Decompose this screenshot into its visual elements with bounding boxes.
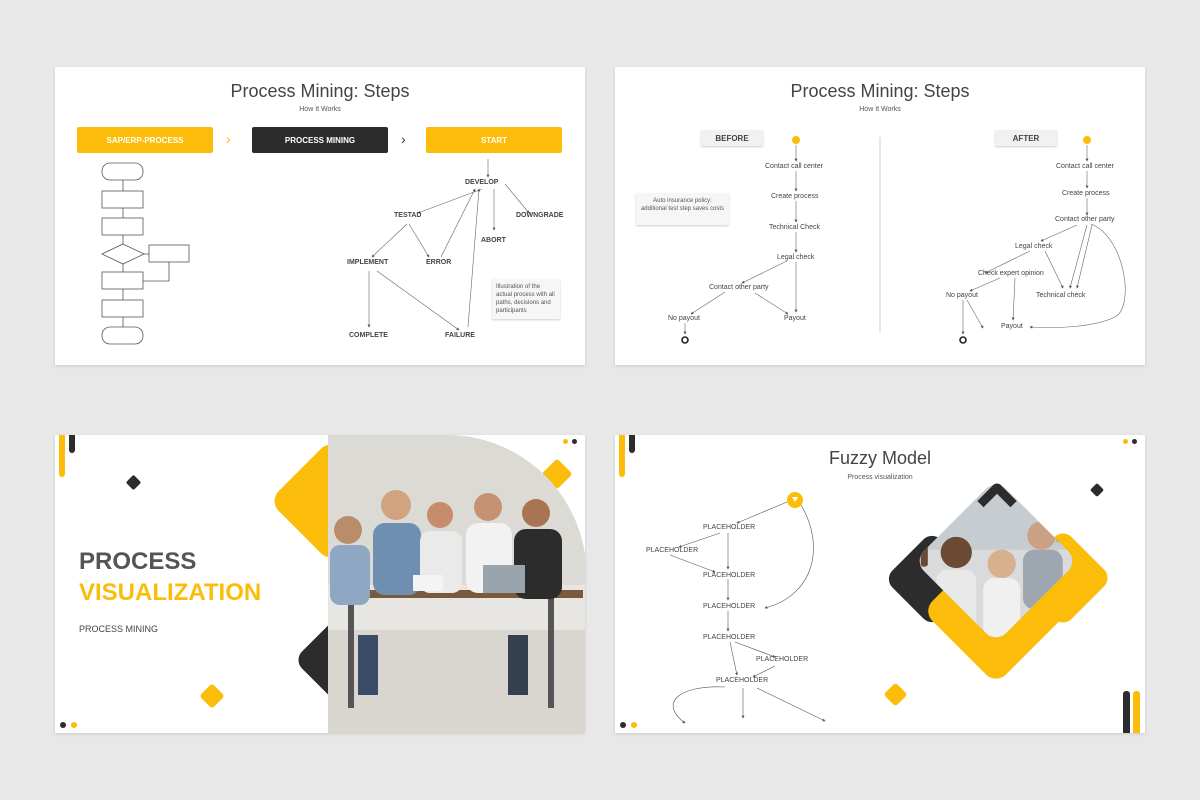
- node-abort: ABORT: [481, 237, 506, 244]
- node-develop: DEVELOP: [465, 179, 499, 186]
- flow-box: [101, 217, 144, 236]
- before-node: Contact call center: [765, 163, 823, 170]
- slide-process-visualization[interactable]: PROCESS VISUALIZATION PROCESS MINING: [55, 435, 585, 733]
- after-node: Create process: [1062, 190, 1110, 197]
- heading-line1: PROCESS: [79, 548, 197, 575]
- decor-bar: [629, 435, 635, 453]
- slide-subtitle: Process visualization: [847, 474, 913, 481]
- decor-bar: [1133, 691, 1140, 733]
- decor-dot: [572, 439, 577, 444]
- placeholder-node: PLACEHOLDER: [703, 524, 756, 531]
- decor-diamond: [199, 683, 225, 709]
- before-node: Create process: [771, 193, 819, 200]
- flow-box: [148, 244, 190, 263]
- tagline: PROCESS MINING: [79, 624, 159, 634]
- node-implement: IMPLEMENT: [347, 259, 389, 266]
- chevron-right-icon: ›: [226, 131, 231, 147]
- placeholder-node: PLACEHOLDER: [646, 547, 699, 554]
- flowchart-diagram: [101, 159, 530, 345]
- before-node: Payout: [784, 315, 806, 322]
- after-node: Contact other party: [1055, 216, 1115, 223]
- slide-process-mining-steps-1[interactable]: Process Mining: Steps How It Works SAP/E…: [55, 67, 585, 365]
- slide-title: Process Mining: Steps: [790, 81, 970, 101]
- step-process-mining: PROCESS MINING: [252, 127, 388, 153]
- node-complete: COMPLETE: [349, 332, 388, 339]
- before-label: BEFORE: [701, 130, 763, 146]
- decor-bar: [59, 435, 65, 477]
- before-node: Technical Check: [769, 224, 820, 231]
- flow-terminal: [101, 162, 144, 181]
- heading-line2: VISUALIZATION: [79, 579, 262, 606]
- illustration-note: Illustration of the actual process with …: [492, 279, 560, 319]
- decor-dot: [60, 722, 66, 728]
- start-arrow: [792, 497, 798, 502]
- placeholder-node: PLACEHOLDER: [756, 656, 809, 663]
- decor-bar: [1123, 691, 1130, 733]
- placeholder-node: PLACEHOLDER: [716, 677, 769, 684]
- decor-dot: [71, 722, 77, 728]
- insurance-note: Auto insurance policy: additional test s…: [636, 193, 729, 225]
- placeholder-node: PLACEHOLDER: [703, 603, 756, 610]
- node-testad: TESTAD: [394, 212, 422, 219]
- end-node: [681, 336, 689, 344]
- decor-dot: [563, 439, 568, 444]
- slide-process-mining-steps-2[interactable]: Process Mining: Steps How It Works BEFOR…: [615, 67, 1145, 365]
- before-node: Contact other party: [709, 284, 769, 291]
- after-node: No payout: [946, 292, 978, 299]
- decor-bar: [69, 435, 75, 453]
- decor-dot: [1132, 439, 1137, 444]
- step-start: START: [426, 127, 562, 153]
- after-node: Payout: [1001, 323, 1023, 330]
- slide-subtitle: How It Works: [299, 106, 341, 113]
- decor-diamond: [125, 474, 142, 491]
- chevron-right-icon: ›: [401, 131, 406, 147]
- node-downgrade: DOWNGRADE: [516, 212, 564, 219]
- after-node: Check expert opinion: [978, 270, 1044, 277]
- decor-dot: [1123, 439, 1128, 444]
- placeholder-node: PLACEHOLDER: [703, 634, 756, 641]
- team-meeting-photo: [328, 435, 585, 733]
- before-node: Legal check: [777, 254, 815, 261]
- end-node: [959, 336, 967, 344]
- step-sap-erp: SAP/ERP-PROCESS: [77, 127, 213, 153]
- placeholder-node: PLACEHOLDER: [703, 572, 756, 579]
- flow-box: [101, 190, 144, 209]
- fuzzy-model-graph: [669, 492, 826, 724]
- flow-box: [101, 271, 144, 290]
- before-node: No payout: [668, 315, 700, 322]
- flow-decision: [101, 243, 145, 265]
- after-node: Legal check: [1015, 243, 1053, 250]
- start-node: [792, 136, 800, 144]
- decor-bar: [619, 435, 625, 477]
- after-node: Contact call center: [1056, 163, 1114, 170]
- decor-diamond: [1089, 482, 1105, 498]
- slide-subtitle: How It Works: [859, 106, 901, 113]
- flow-terminal: [101, 326, 144, 345]
- slide-title: Process Mining: Steps: [230, 81, 410, 101]
- decor-dot: [620, 722, 626, 728]
- start-node: [1083, 136, 1091, 144]
- before-after-diagram: [681, 136, 1126, 344]
- after-label: AFTER: [995, 130, 1057, 146]
- node-error: ERROR: [426, 259, 452, 266]
- node-failure: FAILURE: [445, 332, 475, 339]
- after-node: Technical check: [1036, 292, 1086, 299]
- flow-box: [101, 299, 144, 318]
- decor-dot: [631, 722, 637, 728]
- slide-title: Fuzzy Model: [828, 448, 932, 468]
- slide-fuzzy-model[interactable]: Fuzzy Model Process visualization: [615, 435, 1145, 733]
